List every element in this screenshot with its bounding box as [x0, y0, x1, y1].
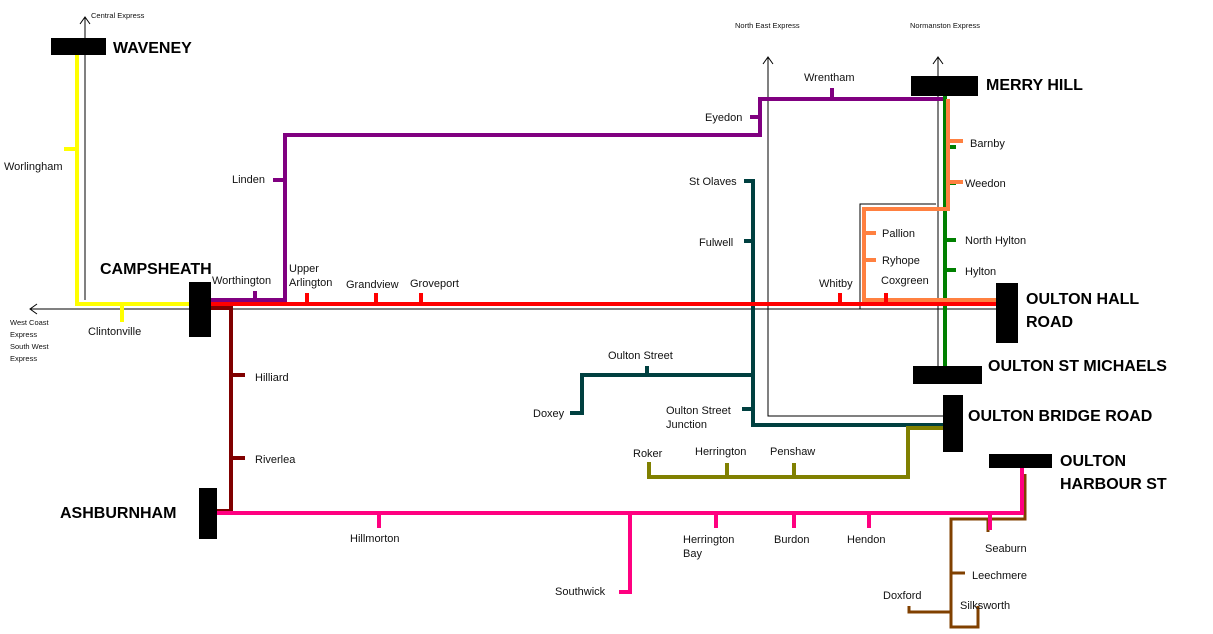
normanston-loop-line [859, 203, 936, 309]
pink-line [214, 465, 1024, 594]
yellow-line [64, 54, 200, 322]
express-central-label: Central Express [91, 11, 145, 20]
stop-silksworth: Silksworth [960, 600, 1010, 612]
stop-herrington: Herrington [695, 446, 746, 458]
station-waveney-block [51, 38, 106, 55]
stop-ryhope: Ryhope [882, 255, 920, 267]
station-ashburnham-label: ASHBURNHAM [60, 505, 176, 522]
stop-hylton: Hylton [965, 266, 996, 278]
stop-hendon: Hendon [847, 534, 886, 546]
stop-roker: Roker [633, 448, 663, 460]
stop-burdon: Burdon [774, 534, 809, 546]
west-coast-express-arrow-icon [29, 303, 38, 315]
olive-line [647, 426, 948, 479]
stop-grandview: Grandview [346, 279, 399, 291]
express-normanston-label: Normanston Express [910, 21, 980, 30]
station-campsheath-block [189, 282, 211, 337]
stop-pallion: Pallion [882, 228, 915, 240]
stop-eyedon: Eyedon [705, 112, 742, 124]
orange-line [862, 99, 1000, 302]
stop-coxgreen: Coxgreen [881, 275, 929, 287]
stop-upper-arlington-2: Arlington [289, 277, 332, 289]
stop-penshaw: Penshaw [770, 446, 815, 458]
stop-wrentham: Wrentham [804, 72, 855, 84]
north-east-express-line [767, 58, 948, 417]
station-oulton-harbour-st-label-1: OULTON [1060, 453, 1126, 470]
red-line [200, 293, 1000, 306]
stop-riverlea: Riverlea [255, 454, 296, 466]
station-oulton-bridge-road-label: OULTON BRIDGE ROAD [968, 408, 1152, 425]
express-lines [29, 16, 1000, 417]
north-east-express-arrow-icon [762, 56, 774, 65]
station-merry-hill-label: MERRY HILL [986, 77, 1083, 94]
normanston-express-arrow-icon [932, 56, 944, 65]
stop-herrington-bay-1: Herrington [683, 534, 734, 546]
express-west-coast-label-2: Express [10, 330, 37, 339]
central-express-arrow-icon [79, 16, 91, 25]
station-ashburnham-block [199, 488, 217, 539]
stop-oulton-street-junction-1: Oulton Street [666, 405, 731, 417]
stop-clintonville: Clintonville [88, 326, 141, 338]
stop-doxey: Doxey [533, 408, 565, 420]
express-south-west-label-1: South West [10, 342, 50, 351]
station-waveney-label: WAVENEY [113, 40, 192, 57]
stop-fulwell: Fulwell [699, 237, 733, 249]
station-merry-hill-block [911, 76, 978, 96]
station-oulton-hall-road-label-2: ROAD [1026, 314, 1073, 331]
stop-worlingham: Worlingham [4, 161, 63, 173]
station-oulton-bridge-road-block [943, 395, 963, 452]
stop-groveport: Groveport [410, 278, 459, 290]
stop-leechmere: Leechmere [972, 570, 1027, 582]
station-oulton-st-michaels-label: OULTON ST MICHAELS [988, 358, 1167, 375]
stop-upper-arlington-1: Upper [289, 263, 319, 275]
station-oulton-harbour-st-block [989, 454, 1052, 468]
stop-st-olaves: St Olaves [689, 176, 737, 188]
stop-whitby: Whitby [819, 278, 853, 290]
station-oulton-harbour-st-label-2: HARBOUR ST [1060, 476, 1167, 493]
stop-weedon: Weedon [965, 178, 1006, 190]
stop-barnby: Barnby [970, 138, 1005, 150]
darkred-line [200, 306, 245, 513]
station-campsheath-label: CAMPSHEATH [100, 261, 212, 278]
station-oulton-st-michaels-block [913, 366, 982, 384]
station-oulton-hall-road-block [996, 283, 1018, 343]
stop-worthington: Worthington [212, 275, 271, 287]
express-west-coast-label-1: West Coast [10, 318, 50, 327]
station-blocks [51, 38, 1052, 539]
stop-herrington-bay-2: Bay [683, 548, 702, 560]
express-south-west-label-2: Express [10, 354, 37, 363]
stop-oulton-street-junction-2: Junction [666, 419, 707, 431]
station-oulton-hall-road-label-1: OULTON HALL [1026, 291, 1139, 308]
stop-southwick: Southwick [555, 586, 606, 598]
stop-linden: Linden [232, 174, 265, 186]
express-north-east-label: North East Express [735, 21, 800, 30]
stop-north-hylton: North Hylton [965, 235, 1026, 247]
stop-seaburn: Seaburn [985, 543, 1027, 555]
stop-doxford: Doxford [883, 590, 922, 602]
stop-oulton-street: Oulton Street [608, 350, 673, 362]
purple-line [200, 88, 945, 302]
stop-hilliard: Hilliard [255, 372, 289, 384]
stop-hillmorton: Hillmorton [350, 533, 400, 545]
